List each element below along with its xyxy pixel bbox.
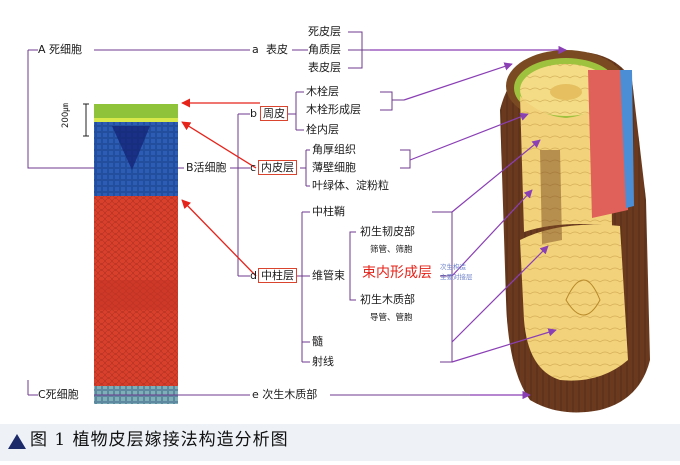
periderm-sub-3: 栓内层 <box>306 123 339 136</box>
micro-section <box>94 104 178 404</box>
triangle-icon <box>8 434 26 449</box>
scale-label: 200㎛ <box>61 103 71 128</box>
figure-caption: 图 1 植物皮层嫁接法构造分析图 <box>30 430 289 450</box>
purple-arrows <box>370 45 567 400</box>
label-a-letter: a <box>252 43 259 56</box>
label-stele: 中柱层 <box>258 268 297 283</box>
cambium: 束内形成层 <box>362 265 432 281</box>
stem-illustration <box>500 50 650 413</box>
stele-sheath: 中柱鞘 <box>312 205 345 218</box>
endodermis-sub-1: 角厚组织 <box>312 143 356 156</box>
endodermis-sub-3: 叶绿体、淀粉粒 <box>312 179 389 192</box>
epidermis-sub-3: 表皮层 <box>308 61 341 74</box>
label-endodermis: 内皮层 <box>258 160 297 175</box>
label-secondary-xylem: e 次生木质部 <box>252 388 318 401</box>
vascular-bundle: 维管束 <box>312 269 345 282</box>
primary-xylem: 初生木质部 <box>360 293 415 306</box>
phloem-detail: 筛管、筛胞 <box>370 245 413 255</box>
periderm-sub-1: 木栓层 <box>306 85 339 98</box>
cambium-note-2: 主要对接层 <box>440 273 473 281</box>
label-periderm: 周皮 <box>260 106 288 121</box>
label-c-dead-cells: C死细胞 <box>38 388 79 401</box>
cambium-note-1: 次生构造 <box>440 263 466 271</box>
scale-bar <box>83 103 89 137</box>
epidermis-sub-1: 死皮层 <box>308 25 341 38</box>
left-connectors <box>27 49 250 396</box>
label-d-letter: d <box>250 269 257 282</box>
periderm-sub-2: 木栓形成层 <box>306 103 361 116</box>
primary-phloem: 初生韧皮部 <box>360 225 415 238</box>
label-c-letter: c <box>250 161 257 174</box>
epidermis-sub-2: 角质层 <box>308 43 341 56</box>
label-b-live-cells: B活细胞 <box>186 161 227 174</box>
label-epidermis: 表皮 <box>266 43 288 56</box>
xylem-detail: 导管、管胞 <box>370 313 413 323</box>
red-arrows <box>181 98 260 277</box>
ray: 射线 <box>312 355 334 368</box>
caption-bar <box>0 424 680 461</box>
pith: 髓 <box>312 335 323 348</box>
endodermis-sub-2: 薄壁细胞 <box>312 161 356 174</box>
label-b-letter: b <box>250 107 257 120</box>
label-a-dead-cells: A 死细胞 <box>38 43 83 56</box>
